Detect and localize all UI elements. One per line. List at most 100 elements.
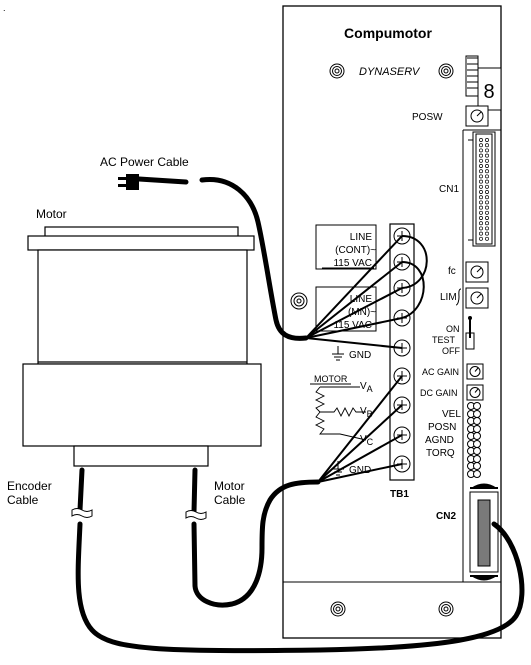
- cn1-pin: [479, 236, 483, 241]
- encoder-cable-label-2: Cable: [7, 493, 39, 507]
- encoder-cable: [75, 467, 525, 654]
- integral-symbol-icon: [455, 288, 462, 306]
- gnd-label: GND: [349, 350, 371, 361]
- cn1-pin: [485, 169, 489, 174]
- posw-rotary-switch[interactable]: [465, 105, 489, 127]
- line-cont-box: [315, 224, 377, 270]
- ac-power-cable: [199, 177, 309, 341]
- posw-label: POSW: [412, 112, 443, 123]
- cn1-pin: [485, 221, 489, 226]
- line-mn-label-1: LINE: [350, 294, 373, 305]
- motor-header-label: MOTOR: [314, 374, 348, 384]
- lim-potentiometer[interactable]: [465, 287, 489, 309]
- cn1-pin: [479, 205, 483, 210]
- test-point-jack[interactable]: [473, 447, 481, 455]
- motor-label: Motor: [36, 207, 67, 221]
- cn2-label: CN2: [436, 511, 456, 522]
- cn1-pin: [485, 200, 489, 205]
- motor-windings-icon: [314, 386, 367, 441]
- dc-gain-label: DC GAIN: [420, 388, 458, 398]
- dc-gain-potentiometer[interactable]: [466, 384, 484, 401]
- brand-label: Compumotor: [344, 25, 432, 41]
- cn1-pin: [485, 184, 489, 189]
- cn1-pin: [485, 153, 489, 158]
- cn1-connector[interactable]: [468, 131, 496, 247]
- cn2-connector[interactable]: [469, 483, 499, 581]
- tb1-label: TB1: [390, 489, 409, 500]
- test-point-jack[interactable]: [473, 462, 481, 470]
- motor-cable-label-2: Cable: [214, 493, 246, 507]
- cn1-pin: [479, 153, 483, 158]
- cn1-pin: [479, 200, 483, 205]
- test-points: [467, 402, 481, 478]
- phase-b-label: VB: [360, 406, 373, 419]
- cn1-pin: [485, 138, 489, 142]
- cn1-pin: [479, 174, 483, 179]
- model-label: DYNASERV: [359, 66, 421, 78]
- encoder-cable-label-1: Encoder: [7, 479, 52, 493]
- cn1-pin: [479, 190, 483, 194]
- ac-gain-label: AC GAIN: [422, 367, 459, 377]
- output-torq-label: TORQ: [426, 448, 455, 459]
- ac-gain-potentiometer[interactable]: [466, 363, 484, 380]
- cn1-pin: [485, 205, 489, 210]
- ac-plug-icon: [118, 174, 189, 190]
- cn1-pin: [485, 164, 489, 168]
- motor-body: [22, 226, 262, 467]
- mounting-screw-icon: [438, 601, 454, 617]
- cn1-pin: [485, 236, 489, 241]
- cn1-pin: [485, 143, 489, 148]
- fc-potentiometer[interactable]: [465, 261, 489, 283]
- test-point-jack[interactable]: [473, 470, 481, 478]
- test-point-jack[interactable]: [473, 410, 481, 418]
- cn1-pin: [479, 184, 483, 189]
- line-cont-label-3: 115 VAC: [333, 258, 372, 269]
- cn1-pin: [479, 148, 483, 153]
- cn1-pin: [479, 158, 483, 163]
- test-point-jack[interactable]: [473, 402, 481, 410]
- mounting-screw-icon: [290, 292, 308, 310]
- cn1-pin: [485, 216, 489, 220]
- line-cont-label-2: (CONT)~: [335, 245, 376, 256]
- fc-label: fc: [448, 266, 456, 277]
- test-toggle-switch[interactable]: [465, 316, 475, 350]
- line-cont-label-1: LINE: [350, 232, 373, 243]
- motor-cable-leads: [317, 375, 403, 483]
- output-posn-label: POSN: [428, 422, 456, 433]
- test-point-jack[interactable]: [473, 432, 481, 440]
- cn1-pin: [479, 164, 483, 168]
- test-point-jack[interactable]: [473, 455, 481, 463]
- cn1-pin: [479, 221, 483, 226]
- cn1-label: CN1: [439, 184, 459, 195]
- cn1-pin: [479, 138, 483, 142]
- motor-cable-label-1: Motor: [214, 479, 245, 493]
- test-point-jack[interactable]: [473, 417, 481, 425]
- cn1-pin: [479, 231, 483, 236]
- cn1-pin: [485, 174, 489, 179]
- cn1-pin: [485, 148, 489, 153]
- cn1-pin: [479, 210, 483, 215]
- cn1-pin: [485, 195, 489, 200]
- test-switch-off-label: OFF: [442, 346, 460, 356]
- mounting-screw-icon: [438, 63, 454, 79]
- output-vel-label: VEL: [442, 409, 461, 420]
- line-mn-label-2: (MN)~: [348, 307, 376, 318]
- test-point-jack[interactable]: [473, 440, 481, 448]
- cable-break-marks: [71, 508, 207, 520]
- line-jumper-wires: [305, 235, 428, 349]
- test-switch-test-label: TEST: [432, 335, 456, 345]
- cn1-pin: [479, 226, 483, 231]
- lim-label: LIM: [440, 292, 457, 303]
- line-mn-label-3: 115 VAC: [333, 320, 372, 331]
- ground-symbol-icon: [332, 346, 344, 361]
- test-point-jack[interactable]: [473, 425, 481, 433]
- phase-a-label: VA: [360, 381, 373, 394]
- test-switch-on-label: ON: [446, 324, 460, 334]
- cn1-pin: [479, 195, 483, 200]
- cn1-pin: [485, 210, 489, 215]
- motor-cable: [191, 467, 321, 608]
- output-agnd-label: AGND: [425, 435, 454, 446]
- cn1-pin: [485, 190, 489, 194]
